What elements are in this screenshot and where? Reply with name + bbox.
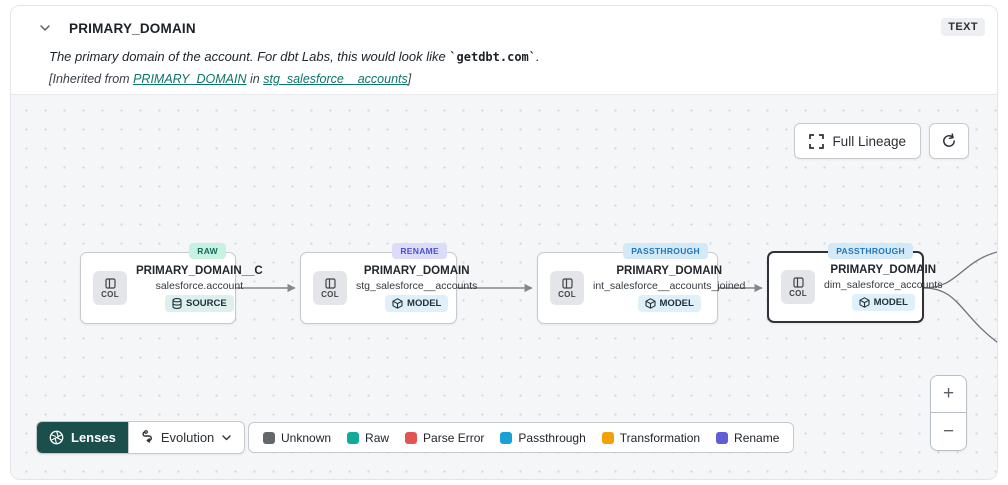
node-resource-name: salesforce.account — [155, 279, 244, 292]
lineage-node-stg-salesforce-accounts[interactable]: RENAME COL PRIMARY_DOMAIN stg_salesforce… — [300, 243, 477, 324]
node-column-name: PRIMARY_DOMAIN — [830, 263, 937, 276]
refresh-button[interactable] — [929, 123, 969, 159]
full-lineage-label: Full Lineage — [832, 133, 906, 149]
legend-label: Unknown — [281, 430, 332, 445]
node-resource-name: int_salesforce__accounts_joined — [593, 279, 746, 292]
column-chip-label: COL — [101, 289, 119, 299]
inherited-column-link[interactable]: PRIMARY_DOMAIN — [133, 72, 247, 86]
description-period: . — [536, 49, 540, 64]
node-kind-pill: MODEL — [851, 293, 915, 311]
legend-swatch — [263, 431, 275, 444]
node-resource-name: dim_salesforce_accounts — [824, 278, 943, 291]
legend-label: Parse Error — [423, 430, 485, 445]
column-chip-label: COL — [321, 289, 339, 299]
zoom-out-button[interactable]: − — [931, 413, 966, 450]
zoom-controls: + − — [930, 375, 967, 451]
node-kind-label: MODEL — [659, 297, 694, 309]
legend-item-rename: Rename — [716, 431, 779, 445]
column-title: PRIMARY_DOMAIN — [69, 20, 196, 36]
column-icon — [324, 277, 336, 289]
node-kind-label: MODEL — [873, 296, 908, 308]
lens-selected-value: Evolution — [160, 430, 215, 445]
node-kind-label: SOURCE — [186, 297, 227, 309]
lens-aperture-icon — [49, 430, 64, 445]
description-code: `getdbt.com` — [449, 50, 537, 64]
node-kind-pill: MODEL — [637, 294, 701, 312]
column-icon — [104, 277, 116, 289]
evolution-path-icon — [142, 430, 152, 443]
inherited-mid: in — [246, 72, 264, 86]
node-column-name: PRIMARY_DOMAIN — [363, 264, 470, 277]
column-chip: COL — [313, 271, 347, 305]
column-header: PRIMARY_DOMAIN TEXT The primary domain o… — [11, 6, 997, 94]
node-status-badge: RAW — [189, 243, 226, 259]
column-chip: COL — [93, 271, 127, 305]
column-chip: COL — [781, 270, 815, 304]
column-type-badge: TEXT — [941, 18, 985, 36]
node-resource-name: stg_salesforce__accounts — [356, 279, 478, 292]
legend-label: Raw — [365, 430, 390, 445]
refresh-icon — [943, 133, 955, 147]
node-kind-pill: SOURCE — [165, 294, 234, 312]
lens-select-dropdown[interactable]: Evolution — [127, 422, 244, 453]
chevron-down-icon — [222, 435, 231, 441]
legend-swatch — [716, 431, 729, 444]
collapse-chevron-icon[interactable] — [35, 18, 55, 38]
legend-item-raw: Raw — [347, 431, 389, 445]
zoom-in-button[interactable]: + — [931, 376, 966, 413]
column-icon — [792, 276, 804, 288]
legend-swatch — [601, 431, 614, 444]
lenses-label: Lenses — [71, 430, 116, 445]
column-lineage-panel: PRIMARY_DOMAIN TEXT The primary domain o… — [10, 5, 998, 480]
legend-swatch — [500, 431, 513, 444]
column-chip-label: COL — [558, 289, 576, 299]
column-chip-label: COL — [789, 288, 807, 298]
node-kind-label: MODEL — [407, 297, 442, 309]
node-column-name: PRIMARY_DOMAIN — [616, 264, 722, 277]
legend-item-parse-error: Parse Error — [405, 431, 484, 445]
legend-swatch — [347, 431, 360, 444]
legend-label: Passthrough — [518, 430, 586, 445]
lens-legend: Unknown Raw Parse Error Passthrough Tran… — [248, 422, 795, 453]
column-icon — [561, 277, 573, 289]
inherited-suffix: ] — [407, 72, 412, 86]
model-cube-icon — [644, 297, 656, 309]
lineage-canvas[interactable]: Full Lineage RAW COL PRIMARY_DOMAIN__C s… — [11, 94, 997, 479]
inherited-prefix: [Inherited from — [49, 72, 134, 86]
legend-label: Rename — [734, 430, 780, 445]
full-lineage-button[interactable]: Full Lineage — [794, 123, 921, 159]
column-description: The primary domain of the account. For d… — [49, 49, 981, 64]
lenses-toolbar: Lenses Evolution — [36, 421, 246, 454]
legend-label: Transformation — [619, 430, 701, 445]
node-column-name: PRIMARY_DOMAIN__C — [136, 264, 263, 277]
expand-icon — [809, 133, 825, 149]
node-status-badge: PASSTHROUGH — [623, 243, 708, 259]
lineage-node-int-salesforce-accounts-joined[interactable]: PASSTHROUGH COL PRIMARY_DOMAIN int_sales… — [537, 243, 745, 324]
node-status-badge: PASSTHROUGH — [828, 243, 913, 259]
inherited-from-line: [Inherited from PRIMARY_DOMAIN in stg_sa… — [49, 72, 981, 86]
legend-swatch — [405, 431, 418, 444]
lineage-node-salesforce-account[interactable]: RAW COL PRIMARY_DOMAIN__C salesforce.acc… — [80, 243, 263, 324]
database-icon — [172, 297, 182, 309]
lineage-node-dim-salesforce-accounts[interactable]: PASSTHROUGH COL PRIMARY_DOMAIN dim_sales… — [767, 243, 942, 323]
legend-item-transformation: Transformation — [601, 430, 701, 445]
model-cube-icon — [392, 297, 403, 309]
node-status-badge: RENAME — [392, 243, 447, 259]
legend-item-passthrough: Passthrough — [500, 430, 586, 445]
model-cube-icon — [859, 296, 870, 308]
inherited-model-link[interactable]: stg_salesforce__accounts — [263, 72, 408, 86]
column-chip: COL — [550, 271, 584, 305]
lenses-button[interactable]: Lenses — [37, 422, 128, 453]
description-text: The primary domain of the account. For d… — [49, 49, 450, 64]
legend-item-unknown: Unknown — [263, 431, 331, 445]
node-kind-pill: MODEL — [385, 294, 449, 312]
